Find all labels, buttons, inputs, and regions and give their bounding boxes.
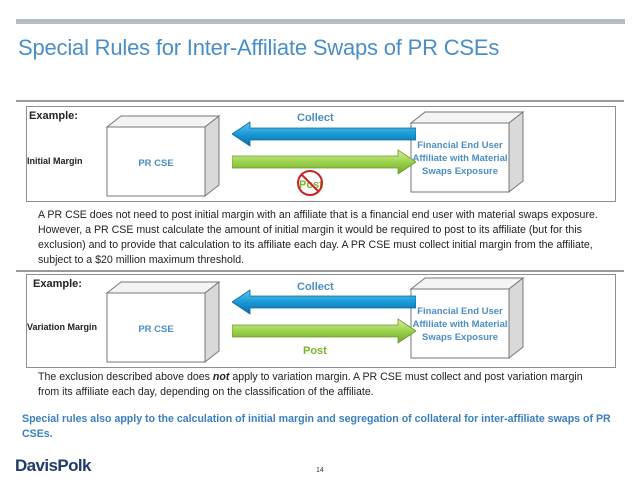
initial-margin-label: Initial Margin (27, 156, 83, 166)
pr-cse-box-label: PR CSE (138, 158, 174, 169)
example-label: Example: (33, 278, 82, 290)
davis-polk-logo: DavisPolk (15, 456, 91, 475)
page-number: 14 (316, 467, 324, 474)
special-rules-note: Special rules also apply to the calculat… (22, 413, 611, 440)
top-rule (16, 19, 625, 24)
initial-margin-paragraph: A PR CSE does not need to post initial m… (38, 209, 598, 266)
collect-arrow (232, 121, 416, 147)
variation-margin-example-panel: Example: Variation Margin PR CSE Financi… (26, 274, 616, 368)
collect-label: Collect (297, 281, 334, 293)
affiliate-box-label: Financial End User Affiliate with Materi… (412, 140, 508, 177)
collect-label: Collect (297, 112, 334, 124)
pr-cse-box-label: PR CSE (138, 324, 174, 335)
page-title: Special Rules for Inter-Affiliate Swaps … (18, 35, 500, 60)
post-label: Post (303, 345, 327, 357)
top-banner (0, 0, 640, 28)
variation-margin-label: Variation Margin (27, 322, 98, 332)
affiliate-box-shape (409, 110, 525, 194)
pr-cse-box: PR CSE (105, 280, 221, 364)
collect-arrow (232, 289, 416, 315)
pr-cse-box-shape (105, 114, 221, 198)
affiliate-box-label: Financial End User Affiliate with Materi… (412, 306, 508, 343)
pr-cse-box: PR CSE (105, 114, 221, 198)
variation-margin-paragraph: The exclusion described above does not a… (38, 370, 598, 400)
example-label: Example: (29, 110, 78, 122)
affiliate-box-shape (409, 276, 525, 360)
post-arrow (232, 149, 416, 175)
divider-middle (16, 270, 624, 272)
affiliate-box: Financial End User Affiliate with Materi… (409, 276, 525, 360)
post-arrow (232, 318, 416, 344)
divider-top (16, 100, 624, 102)
pr-cse-box-shape (105, 280, 221, 364)
paragraph-text-after: apply to variation margin. A PR CSE must… (38, 371, 583, 398)
affiliate-box: Financial End User Affiliate with Materi… (409, 110, 525, 194)
paragraph-emphasis: not (212, 371, 230, 383)
paragraph-text-before: The exclusion described above does (38, 371, 213, 383)
initial-margin-example-panel: Example: Initial Margin PR CSE Financial… (26, 106, 616, 202)
prohibited-icon (297, 170, 323, 196)
